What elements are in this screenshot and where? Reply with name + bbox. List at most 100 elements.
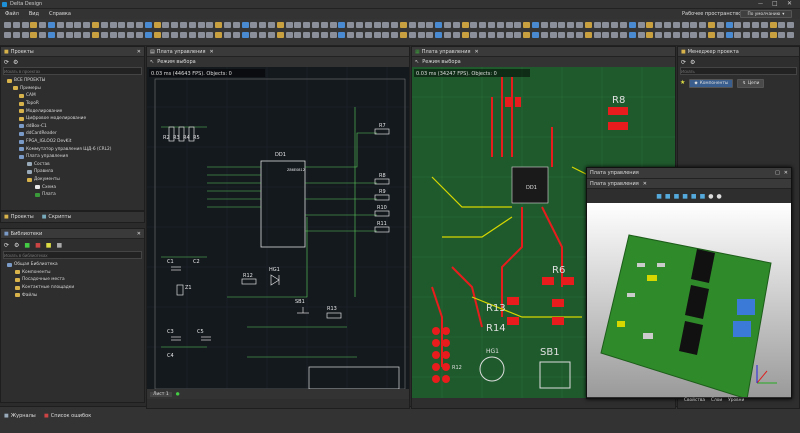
hg1-footprint[interactable] xyxy=(479,356,505,382)
grid-tool-icon[interactable] xyxy=(118,22,126,28)
move-tool-icon[interactable] xyxy=(92,32,99,38)
move-tool-icon[interactable] xyxy=(620,22,627,28)
select-tool-icon[interactable] xyxy=(611,32,619,38)
cut-tool-icon[interactable] xyxy=(400,32,407,38)
export-tool-icon[interactable] xyxy=(523,22,531,28)
save-tool-icon[interactable] xyxy=(373,22,381,28)
sheet-tab[interactable]: Лист 1 xyxy=(150,391,172,397)
align-tool-icon[interactable] xyxy=(637,32,645,38)
tree-item[interactable]: FPGA_IGLOO2 DevKit xyxy=(1,138,144,146)
undo-tool-icon[interactable] xyxy=(558,32,566,38)
grid-tool-icon[interactable] xyxy=(646,32,654,38)
save-tool-icon[interactable] xyxy=(197,32,205,38)
tree-item[interactable]: Плата xyxy=(1,191,144,199)
dd1-body[interactable] xyxy=(260,160,306,248)
layer-tool-icon[interactable] xyxy=(681,22,689,28)
schematic-canvas[interactable]: DD1 Z86E0812 R7 R8 R9 R10 R11 HG1 R12 S xyxy=(147,67,409,389)
undo-tool-icon[interactable] xyxy=(734,32,742,38)
zoom-tool-icon[interactable] xyxy=(250,22,258,28)
close-icon[interactable]: ✕ xyxy=(474,48,479,55)
measure-tool-icon[interactable] xyxy=(496,22,504,28)
print-tool-icon[interactable] xyxy=(162,32,170,38)
open-tool-icon[interactable] xyxy=(188,32,196,38)
grid-tool-icon[interactable] xyxy=(294,32,302,38)
redo-tool-icon[interactable] xyxy=(215,22,223,28)
grid-tool-icon[interactable] xyxy=(470,32,478,38)
via-tool-icon[interactable] xyxy=(488,22,495,28)
pcb-tab[interactable]: ▦ Плата управления ✕ xyxy=(412,47,675,57)
tree-item[interactable]: Моделирование xyxy=(1,107,144,115)
tab-scripts[interactable]: ■Скрипты xyxy=(42,212,72,222)
paste-tool-icon[interactable] xyxy=(593,32,601,38)
redo-tool-icon[interactable] xyxy=(743,32,751,38)
add-icon[interactable]: ■ xyxy=(24,241,31,249)
rotate-tool-icon[interactable] xyxy=(276,32,284,38)
arrow-icon[interactable]: ↖ xyxy=(150,59,155,65)
paste-tool-icon[interactable] xyxy=(417,22,425,28)
tree-item[interactable]: Общая Библиотека xyxy=(1,261,144,269)
align-tool-icon[interactable] xyxy=(637,22,645,28)
route-tool-icon[interactable] xyxy=(127,32,135,38)
cut-tool-icon[interactable] xyxy=(48,22,55,28)
redo-tool-icon[interactable] xyxy=(391,32,399,38)
tree-item[interactable]: ВСЕ ПРОЕКТЫ xyxy=(1,77,144,85)
zoom-tool-icon[interactable] xyxy=(74,32,82,38)
print-tool-icon[interactable] xyxy=(514,32,522,38)
new-tool-icon[interactable] xyxy=(180,22,187,28)
projects-search-input[interactable] xyxy=(3,67,142,75)
save-tool-icon[interactable] xyxy=(725,22,733,28)
view-front-icon[interactable]: ■ xyxy=(673,192,680,200)
open-tool-icon[interactable] xyxy=(12,32,20,38)
schematic-tab[interactable]: ▤ Плата управления ✕ xyxy=(147,47,409,57)
zoom-tool-icon[interactable] xyxy=(602,22,610,28)
route-tool-icon[interactable] xyxy=(127,22,135,28)
route-tool-icon[interactable] xyxy=(655,22,663,28)
measure-tool-icon[interactable] xyxy=(672,32,680,38)
export-tool-icon[interactable] xyxy=(347,22,355,28)
zoom-tool-icon[interactable] xyxy=(74,22,82,28)
undo-tool-icon[interactable] xyxy=(734,22,742,28)
select-tool-icon[interactable] xyxy=(83,22,91,28)
rotate-tool-icon[interactable] xyxy=(452,22,460,28)
copy-tool-icon[interactable] xyxy=(760,22,768,28)
cut-tool-icon[interactable] xyxy=(752,32,759,38)
settings-icon[interactable]: ⚙ xyxy=(14,241,20,249)
close-icon[interactable]: ✕ xyxy=(783,170,788,176)
via-tool-icon[interactable] xyxy=(136,22,143,28)
tree-item[interactable]: Коммутатор управления ЩД-6 (CRL2) xyxy=(1,145,144,153)
copy-tool-icon[interactable] xyxy=(408,32,416,38)
new-tool-icon[interactable] xyxy=(4,22,11,28)
via-tool-icon[interactable] xyxy=(136,32,143,38)
tree-item[interactable]: Правила xyxy=(1,168,144,176)
dd1-footprint[interactable] xyxy=(511,166,549,204)
measure-tool-icon[interactable] xyxy=(320,32,328,38)
measure-tool-icon[interactable] xyxy=(496,32,504,38)
layer-tool-icon[interactable] xyxy=(505,32,513,38)
align-tool-icon[interactable] xyxy=(109,22,117,28)
export-tool-icon[interactable] xyxy=(699,32,707,38)
close-icon[interactable]: ✕ xyxy=(209,48,214,55)
open-tool-icon[interactable] xyxy=(540,22,548,28)
export-tool-icon[interactable] xyxy=(523,32,531,38)
grid-tool-icon[interactable] xyxy=(294,22,302,28)
tree-item[interactable]: Схема xyxy=(1,183,144,191)
layer-tool-icon[interactable] xyxy=(153,22,161,28)
grid-tool-icon[interactable] xyxy=(646,22,654,28)
copy-tool-icon[interactable] xyxy=(760,32,768,38)
close-icon[interactable]: ✕ xyxy=(787,0,793,7)
paste-tool-icon[interactable] xyxy=(241,22,249,28)
route-tool-icon[interactable] xyxy=(303,32,311,38)
cut-tool-icon[interactable] xyxy=(576,32,583,38)
tree-item[interactable]: Примеры xyxy=(1,85,144,93)
undo-tool-icon[interactable] xyxy=(30,32,38,38)
refresh-icon[interactable]: ⟳ xyxy=(681,58,687,66)
align-tool-icon[interactable] xyxy=(461,22,469,28)
tree-item[interactable]: Цифровое моделирование xyxy=(1,115,144,123)
new-tool-icon[interactable] xyxy=(708,32,715,38)
list-icon[interactable]: ■ xyxy=(56,241,63,249)
new-tool-icon[interactable] xyxy=(356,32,363,38)
view-iso-icon[interactable]: ■ xyxy=(664,192,671,200)
route-tool-icon[interactable] xyxy=(303,22,311,28)
select-tool-icon[interactable] xyxy=(435,22,443,28)
tab-components[interactable]: ◆Компоненты xyxy=(689,79,734,88)
